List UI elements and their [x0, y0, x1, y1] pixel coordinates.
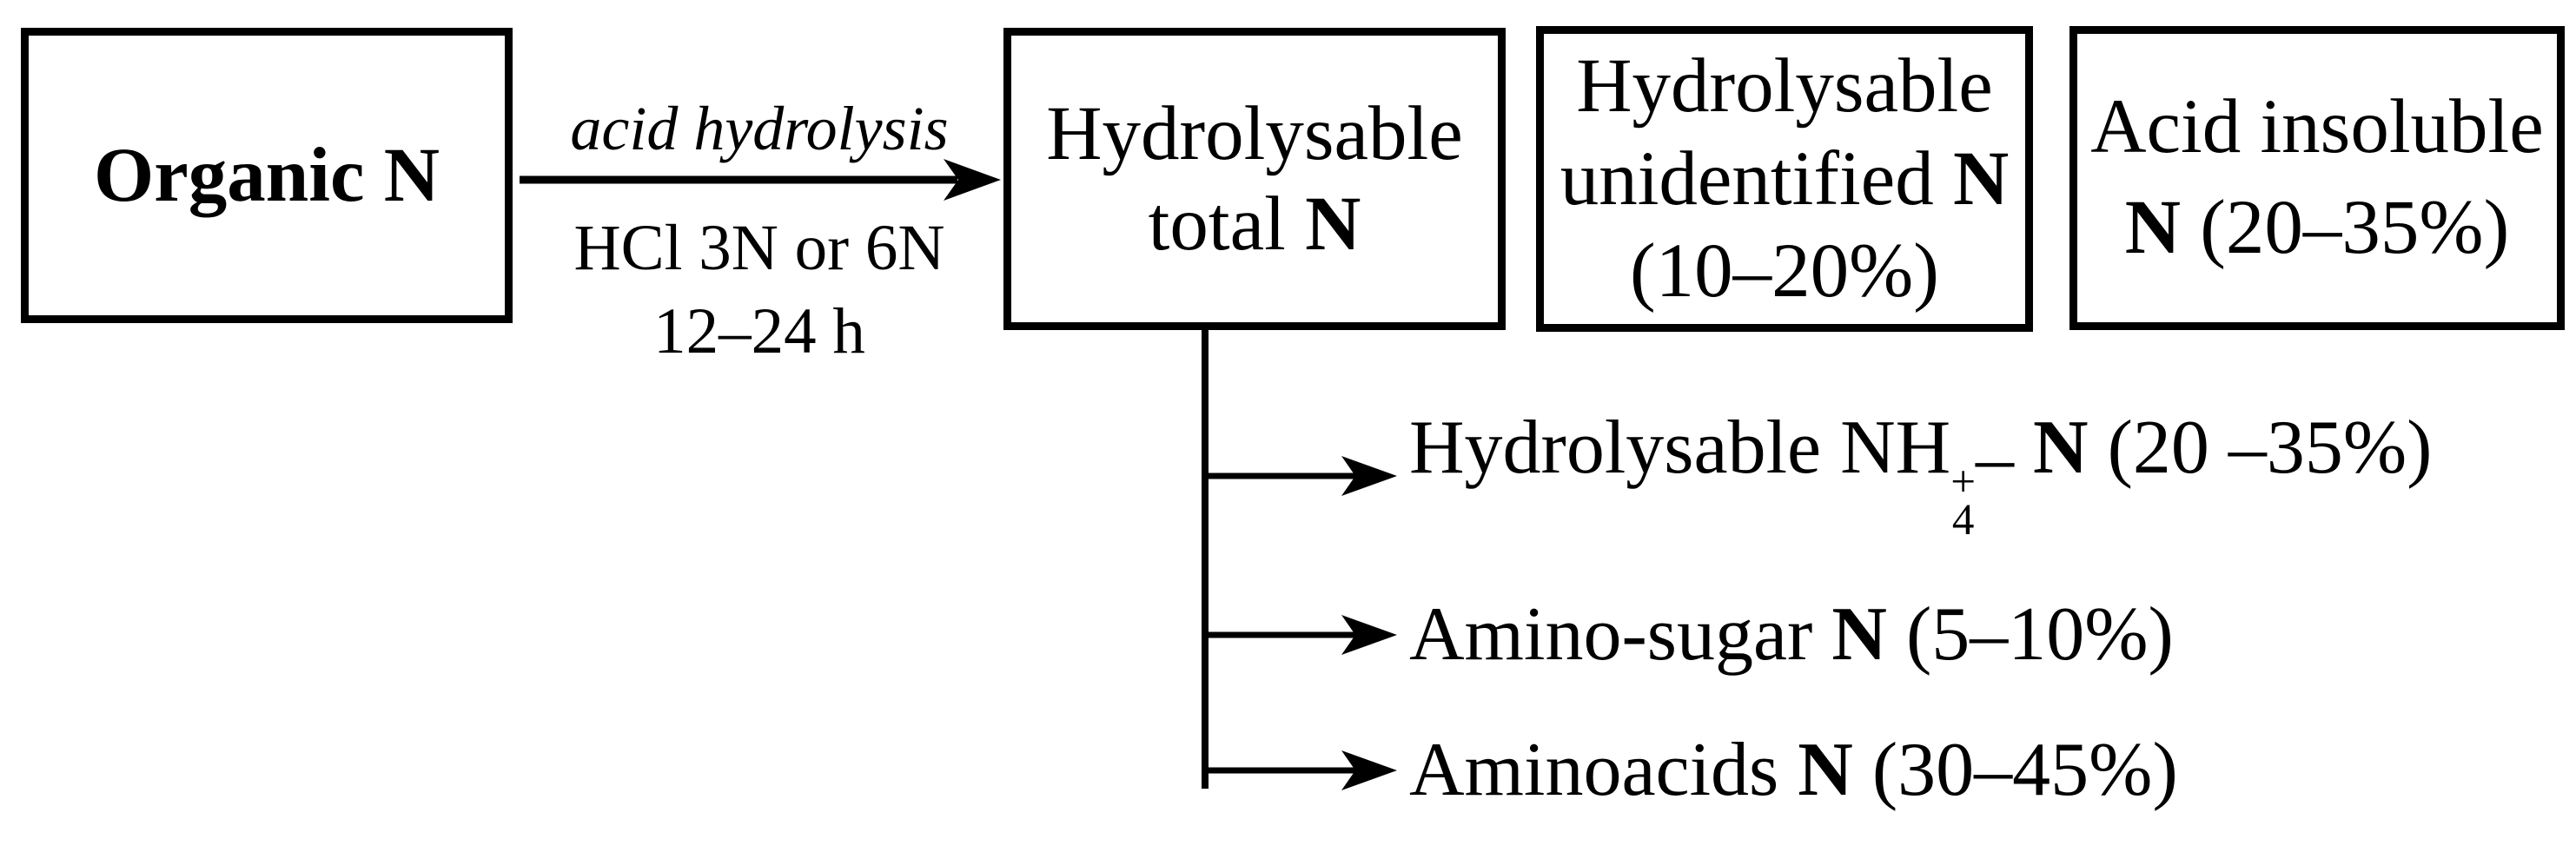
hydrolysable-unidentified-line2: unidentified N: [1560, 135, 2010, 221]
bold-n-symbol: N: [1305, 182, 1361, 267]
acid-insoluble-line1: Acid insoluble: [2090, 84, 2544, 170]
hydrolysable-unidentified-line1: Hydrolysable: [1576, 43, 1993, 129]
hydrolysable-total-n-box: Hydrolysable total N: [1003, 28, 1506, 330]
branch-aminoacids-arrowhead-icon: [1341, 750, 1397, 790]
hcl-concentration-label: HCl 3N or 6N: [573, 212, 945, 284]
subscript-four: 4: [1951, 496, 1975, 545]
branch-label-ammonium-n: Hydrolysable NH+4– N (20 –35%): [1409, 405, 2433, 545]
bold-n-symbol: N: [1798, 728, 1853, 813]
hyphen-connector: –: [1976, 416, 2014, 501]
branch-amino-sugar-arrowhead-icon: [1341, 615, 1397, 655]
bold-n-symbol: N: [2124, 185, 2182, 270]
bold-n-symbol: N: [1831, 592, 1887, 677]
organic-n-label: Organic N: [94, 132, 440, 218]
superscript-plus: +: [1950, 457, 1976, 506]
hydrolysable-unidentified-n-box: Hydrolysable unidentified N (10–20%): [1536, 26, 2033, 332]
acid-hydrolysis-label: acid hydrolysis: [570, 94, 949, 163]
organic-n-box: Organic N: [21, 28, 513, 323]
acid-insoluble-line2: N (20–35%): [2124, 185, 2510, 270]
hydrolysable-total-line1: Hydrolysable: [1046, 90, 1463, 176]
hydrolysable-unidentified-percentage: (10–20%): [1630, 228, 1939, 314]
acid-insoluble-n-box: Acid insoluble N (20–35%): [2069, 26, 2565, 330]
bold-n-symbol: N: [2033, 405, 2089, 490]
bold-n-symbol: N: [1953, 135, 2010, 221]
acid-hydrolysis-arrowhead-icon: [944, 159, 1001, 201]
branch-ammonium-arrowhead-icon: [1341, 456, 1397, 496]
branch-label-amino-sugar-n: Amino-sugar N (5–10%): [1409, 592, 2174, 677]
branch-label-aminoacids-n: Aminoacids N (30–45%): [1409, 728, 2178, 813]
hydrolysable-total-line2: total N: [1148, 182, 1361, 267]
hydrolysis-duration-label: 12–24 h: [653, 295, 865, 367]
ammonium-ion-notation: +4: [1950, 457, 1976, 545]
